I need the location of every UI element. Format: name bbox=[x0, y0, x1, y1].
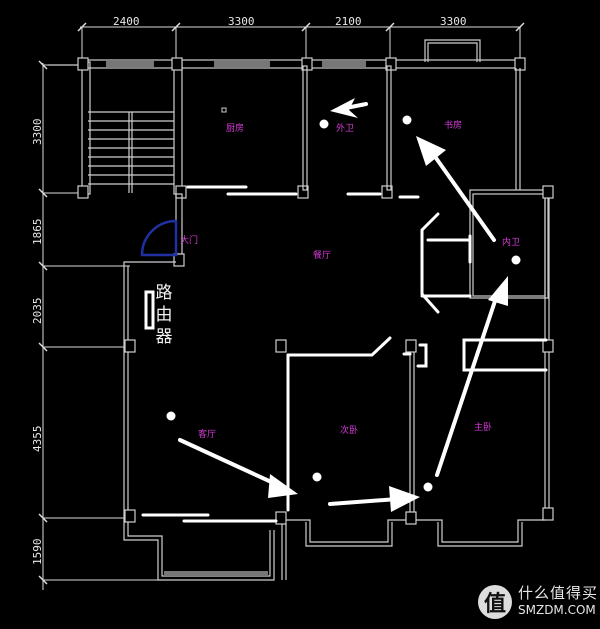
walls bbox=[48, 39, 554, 581]
room-label-living: 客厅 bbox=[198, 428, 216, 440]
router-char-1: 路 bbox=[155, 283, 173, 303]
room-label-study: 书房 bbox=[444, 119, 462, 131]
room-label-dining: 餐厅 bbox=[313, 249, 331, 261]
room-label-guest-bath: 外卫 bbox=[336, 122, 354, 134]
room-label-entrance: 大门 bbox=[180, 234, 198, 246]
arrow-second-to-master-bedroom bbox=[328, 497, 400, 506]
signal-points bbox=[166, 115, 521, 492]
dimension-left-5: 1590 bbox=[31, 539, 44, 566]
router-char-3: 器 bbox=[155, 327, 173, 347]
entrance-door bbox=[140, 219, 178, 257]
signal-arrows bbox=[178, 98, 508, 512]
router-icon bbox=[144, 290, 155, 330]
router-annotation: 路 由 器 bbox=[152, 282, 176, 348]
dimension-top-2: 3300 bbox=[228, 15, 255, 28]
stairs bbox=[88, 111, 174, 193]
kitchen-marker bbox=[221, 107, 227, 113]
dimension-left-2: 1865 bbox=[31, 219, 44, 246]
dimension-top-4: 3300 bbox=[440, 15, 467, 28]
arrow-living-to-second-bedroom bbox=[178, 438, 282, 488]
point-second-bedroom bbox=[312, 472, 322, 482]
point-guest-bath bbox=[319, 119, 329, 129]
dimension-left-3: 2035 bbox=[31, 298, 44, 325]
dimension-top-1: 2400 bbox=[113, 15, 140, 28]
left-dimension-line: 3300 1865 2035 4355 1590 bbox=[31, 60, 160, 590]
point-master-bedroom bbox=[423, 482, 433, 492]
watermark: 值 什么值得买 SMZDM.COM bbox=[478, 585, 598, 619]
hand-drawn-walls bbox=[141, 185, 548, 523]
room-label-second-bedroom: 次卧 bbox=[340, 424, 358, 436]
point-living bbox=[166, 411, 176, 421]
room-label-ensuite-bath: 内卫 bbox=[502, 236, 520, 248]
watermark-name: 什么值得买 bbox=[518, 584, 599, 602]
watermark-site: SMZDM.COM bbox=[518, 603, 596, 617]
room-labels: 厨房 外卫 书房 大门 餐厅 内卫 客厅 次卧 主卧 bbox=[180, 119, 520, 440]
point-study bbox=[402, 115, 412, 125]
room-label-kitchen: 厨房 bbox=[226, 122, 244, 134]
room-label-master-bedroom: 主卧 bbox=[474, 421, 492, 433]
arrow-master-to-ensuite bbox=[435, 290, 500, 477]
watermark-logo-icon: 值 bbox=[478, 585, 512, 619]
point-ensuite bbox=[511, 255, 521, 265]
dimension-left-1: 3300 bbox=[31, 119, 44, 146]
top-dimension-line: 2400 3300 2100 3300 bbox=[77, 15, 525, 62]
dimension-left-4: 4355 bbox=[31, 426, 44, 453]
arrow-study bbox=[434, 156, 496, 242]
router-char-2: 由 bbox=[155, 305, 173, 325]
dimension-top-3: 2100 bbox=[335, 15, 362, 28]
